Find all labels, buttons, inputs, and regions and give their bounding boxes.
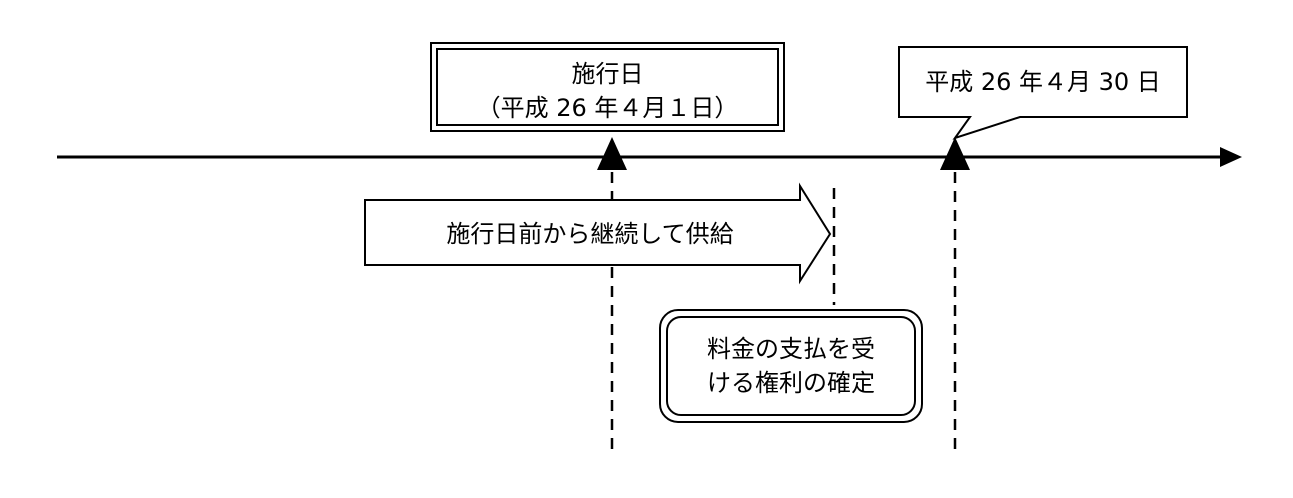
rights-box-line2: ける権利の確定 xyxy=(707,369,875,397)
rights-box-label: 料金の支払を受 ける権利の確定 xyxy=(667,332,915,400)
rights-box-line1: 料金の支払を受 xyxy=(707,335,875,363)
supply-arrow-shape xyxy=(364,182,832,285)
enforcement-box-outer xyxy=(430,42,785,132)
supply-arrow-label: 施行日前から継続して供給 xyxy=(446,220,734,248)
date-callout-box xyxy=(898,46,1188,140)
timeline-arrowhead xyxy=(1220,147,1242,167)
enforcement-box-line1: 施行日 xyxy=(571,60,644,88)
date-marker-triangle xyxy=(940,137,970,170)
rights-box-inner xyxy=(666,316,916,416)
enforcement-marker-triangle xyxy=(597,137,627,170)
date-callout-label: 平成 26 年４月 30 日 xyxy=(925,68,1161,96)
enforcement-box-line2: （平成 26 年４月１日） xyxy=(476,94,739,122)
enforcement-box-label: 施行日 （平成 26 年４月１日） xyxy=(437,57,778,125)
enforcement-box-inner xyxy=(436,48,779,126)
rights-box-outer xyxy=(659,309,923,423)
